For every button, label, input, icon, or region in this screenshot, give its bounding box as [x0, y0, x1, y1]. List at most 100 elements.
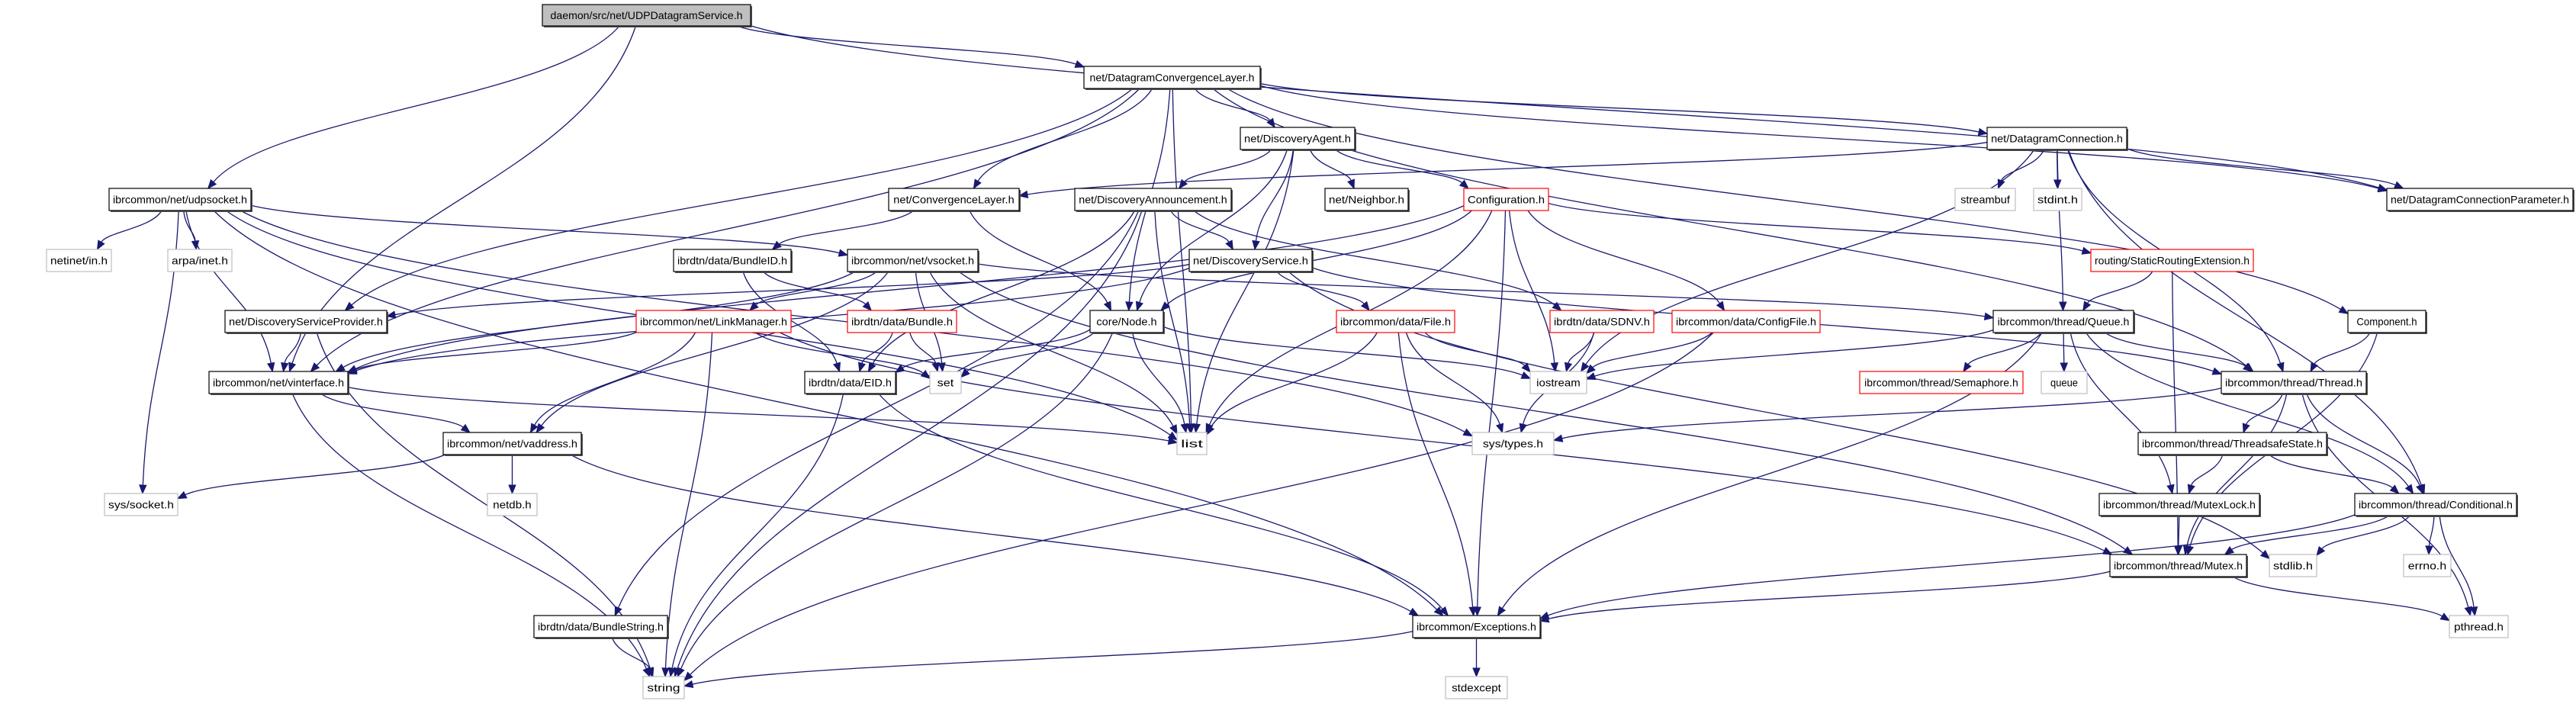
node-box	[1859, 371, 2024, 394]
arrowhead-icon	[1074, 60, 1085, 68]
node-Component[interactable]: Component.h	[2347, 310, 2427, 334]
edge-DatagramConvergenceLayer-to-DatagramConnection	[1259, 82, 1979, 133]
node-box	[2386, 188, 2574, 211]
node-label: ibrcommon/thread/Queue.h	[1998, 316, 2130, 328]
edge-DatagramConnection-to-Queue	[2057, 149, 2064, 303]
arrowhead-icon	[937, 362, 946, 373]
edge-vsocket-to-vinterface	[343, 271, 856, 368]
node-errno: errno.h	[2403, 554, 2452, 577]
node-DatagramConnectionParameter[interactable]: net/DatagramConnectionParameter.h	[2386, 188, 2574, 212]
node-Mutex[interactable]: ibrcommon/thread/Mutex.h	[2109, 554, 2248, 578]
arrowhead-icon	[281, 362, 289, 373]
node-File[interactable]: ibrcommon/data/File.h	[1336, 310, 1455, 333]
node-set: set	[929, 371, 962, 394]
edge-DatagramConvergenceLayer-to-vinterface	[316, 88, 1140, 366]
node-DatagramConnection[interactable]: net/DatagramConnection.h	[1986, 127, 2128, 151]
arrowhead-icon	[1347, 178, 1355, 190]
arrowhead-icon	[535, 423, 545, 434]
arrowhead-icon	[2242, 362, 2253, 372]
edge-vinterface-to-list	[347, 386, 1169, 442]
arrowhead-icon	[2059, 301, 2067, 312]
arrowhead-icon	[1458, 179, 1469, 189]
edge-udpsocket-to-vinterface	[185, 210, 272, 364]
edge-Configuration-to-iostream	[1508, 210, 1555, 364]
arrowhead-icon	[1462, 428, 1474, 437]
node-ThreadsafeState[interactable]: ibrcommon/thread/ThreadsafeState.h	[2137, 432, 2328, 456]
node-MutexLock[interactable]: ibrcommon/thread/MutexLock.h	[2098, 493, 2261, 517]
node-Conditional[interactable]: ibrcommon/thread/Conditional.h	[2354, 493, 2518, 517]
arrowhead-icon	[2425, 545, 2433, 556]
edge-Configuration-to-Exceptions	[1477, 210, 1507, 608]
node-vaddress[interactable]: ibrcommon/net/vaddress.h	[442, 432, 583, 456]
arrowhead-icon	[1963, 362, 1972, 373]
edge-Configuration-to-ConfigFile	[1527, 210, 1721, 304]
node-label: net/DatagramConnection.h	[1991, 133, 2123, 145]
node-Exceptions[interactable]: ibrcommon/Exceptions.h	[1412, 615, 1542, 639]
node-sys_types: sys/types.h	[1471, 432, 1555, 455]
node-label: net/ConvergenceLayer.h	[893, 194, 1014, 206]
arrowhead-icon	[1252, 239, 1260, 251]
edge-Component-to-Thread	[2314, 332, 2371, 365]
node-Neighbor[interactable]: net/Neighbor.h	[1324, 188, 1410, 212]
node-label: sys/types.h	[1483, 438, 1543, 450]
node-DiscoveryAnnouncement[interactable]: net/DiscoveryAnnouncement.h	[1074, 188, 1233, 212]
arrowhead-icon	[1439, 606, 1449, 617]
edge-DiscoveryAnnouncement-to-string	[677, 210, 1143, 669]
node-box	[442, 432, 582, 455]
node-StaticRoutingExtension[interactable]: routing/StaticRoutingExtension.h	[2090, 249, 2254, 272]
node-box	[888, 188, 1020, 211]
node-vsocket[interactable]: ibrcommon/net/vsocket.h	[847, 249, 979, 273]
node-box	[1412, 615, 1541, 638]
node-Thread[interactable]: ibrcommon/thread/Thread.h	[2221, 371, 2368, 395]
node-ConfigFile[interactable]: ibrcommon/data/ConfigFile.h	[1671, 310, 1821, 333]
edge-DiscoveryAnnouncement-to-EID	[872, 210, 1136, 365]
node-BundleID[interactable]: ibrdtn/data/BundleID.h	[673, 249, 793, 273]
node-udpsocket[interactable]: ibrcommon/net/udpsocket.h	[108, 188, 252, 212]
arrowhead-icon	[346, 365, 358, 374]
node-box	[2403, 554, 2452, 577]
node-SDNV[interactable]: ibrdtn/data/SDNV.h	[1549, 310, 1655, 333]
node-BundleString[interactable]: ibrdtn/data/BundleString.h	[533, 615, 669, 639]
node-box	[1240, 127, 1356, 150]
node-label: net/DatagramConvergenceLayer.h	[1090, 72, 1255, 84]
edge-DiscoveryService-to-DiscoveryServiceProvider	[394, 264, 1190, 316]
node-label: netinet/in.h	[50, 255, 108, 267]
node-vinterface[interactable]: ibrcommon/net/vinterface.h	[208, 371, 349, 395]
node-ConvergenceLayer[interactable]: net/ConvergenceLayer.h	[888, 188, 1021, 212]
node-box	[804, 371, 896, 394]
arrowhead-icon	[1983, 312, 1995, 320]
node-Node[interactable]: core/Node.h	[1089, 310, 1165, 334]
node-Semaphore[interactable]: ibrcommon/thread/Semaphore.h	[1859, 371, 2024, 394]
edge-Node-to-string	[680, 332, 1114, 670]
edge-EID-to-Exceptions	[878, 393, 1443, 610]
node-DiscoveryServiceProvider[interactable]: net/DiscoveryServiceProvider.h	[224, 310, 388, 334]
node-Configuration[interactable]: Configuration.h	[1463, 188, 1549, 211]
arrowhead-icon	[1360, 301, 1370, 312]
edge-DiscoveryAnnouncement-to-BundleString	[618, 210, 1140, 609]
arrowhead-icon	[1497, 606, 1507, 617]
node-label: ibrcommon/data/ConfigFile.h	[1676, 316, 1816, 328]
edge-DiscoveryAgent-to-Configuration	[1335, 149, 1463, 184]
edge-Node-to-EID	[902, 329, 1091, 368]
node-box	[1336, 310, 1455, 333]
node-DiscoveryAgent[interactable]: net/DiscoveryAgent.h	[1240, 127, 1356, 151]
node-label: ibrdtn/data/BundleString.h	[538, 621, 664, 633]
edge-DatagramConvergenceLayer-to-ConvergenceLayer	[977, 88, 1153, 182]
edge-Exceptions-to-string	[692, 631, 1413, 685]
node-EID[interactable]: ibrdtn/data/EID.h	[804, 371, 897, 395]
edge-vsocket-to-LinkManager	[755, 271, 877, 306]
node-label: net/DiscoveryAgent.h	[1244, 133, 1351, 145]
node-DatagramConvergenceLayer[interactable]: net/DatagramConvergenceLayer.h	[1083, 66, 1262, 90]
edge-vsocket-to-vaddress	[541, 271, 889, 426]
node-Bundle[interactable]: ibrdtn/data/Bundle.h	[847, 310, 957, 333]
node-LinkManager[interactable]: ibrcommon/net/LinkManager.h	[635, 310, 792, 333]
arrowhead-icon	[2416, 484, 2423, 495]
node-DiscoveryService[interactable]: net/DiscoveryService.h	[1188, 249, 1314, 273]
edge-LinkManager-to-vaddress	[534, 332, 696, 426]
edge-Node-to-iostream	[1163, 326, 1523, 376]
node-Queue[interactable]: ibrcommon/thread/Queue.h	[1992, 310, 2135, 334]
node-UDPDatagramService[interactable]: daemon/src/net/UDPDatagramService.h	[542, 4, 752, 27]
arrowhead-icon	[2259, 549, 2270, 560]
node-label: ibrcommon/net/vinterface.h	[213, 377, 344, 389]
arrowhead-icon	[2053, 179, 2062, 190]
